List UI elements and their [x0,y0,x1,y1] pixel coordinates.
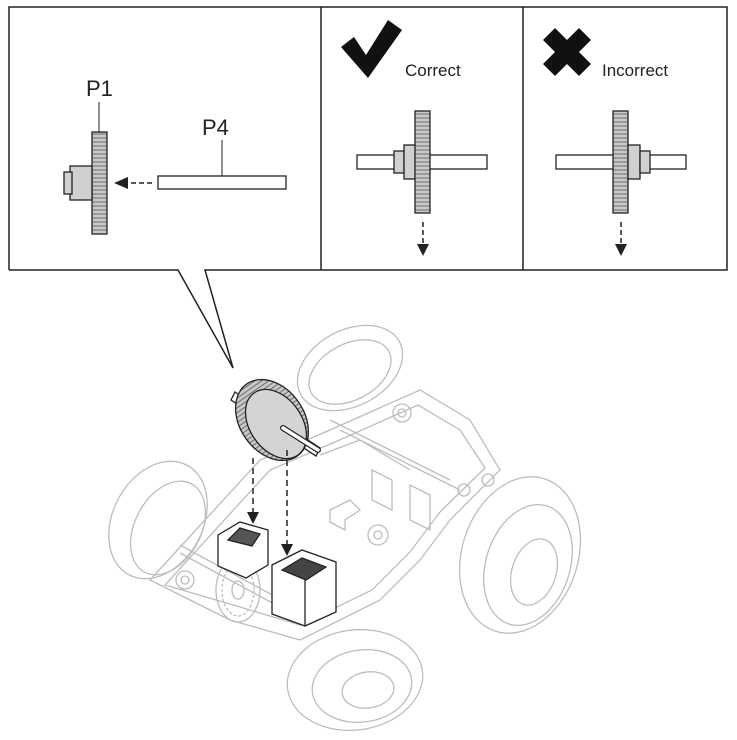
gearbox-left [217,521,269,579]
instruction-panel [8,6,728,369]
incorrect-assembly [555,110,687,256]
drop-arrows [247,450,293,556]
check-icon [341,20,402,78]
panel-incorrect: Incorrect [543,28,687,256]
panel-correct: Correct [341,20,488,256]
cross-icon [543,28,591,76]
car-chassis [108,324,582,732]
gear-label-p1: P1 [86,76,113,101]
shaft-label-p4: P4 [202,115,229,140]
floating-gear-assembly [230,378,321,462]
shaft-p4 [157,175,287,190]
gear-p1 [63,131,108,235]
insert-arrow [114,177,152,189]
gearbox-right [271,549,337,627]
incorrect-label: Incorrect [602,61,668,80]
panel-assembly: P1 P4 [63,76,287,235]
correct-assembly [356,110,488,256]
correct-label: Correct [405,61,461,80]
